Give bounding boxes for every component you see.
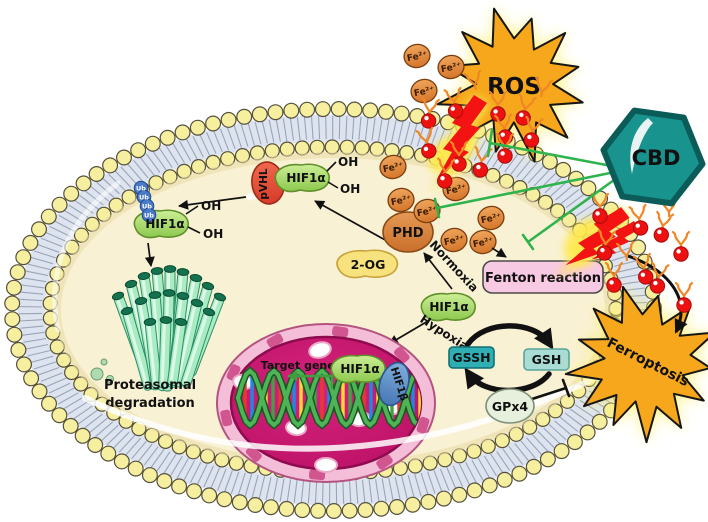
nuclear-pore-complexes bbox=[220, 326, 430, 481]
ub-bead-icon: Ub bbox=[144, 212, 154, 220]
gsh-box bbox=[523, 348, 570, 371]
cbd-molecule: CBD bbox=[600, 107, 706, 207]
ub-chain bbox=[133, 180, 157, 223]
ub-bead-icon: Ub bbox=[139, 194, 149, 202]
svg-text:Fe²⁺: Fe²⁺ bbox=[382, 161, 404, 175]
two-og-cofactor: 2-OG bbox=[336, 249, 399, 279]
cytoplasm-gloss-bottom bbox=[82, 359, 631, 452]
svg-text:Fe²⁺: Fe²⁺ bbox=[406, 50, 428, 64]
proteasome-icon bbox=[111, 265, 227, 392]
hif1a-ub-label: HIF1α bbox=[145, 217, 184, 231]
svg-text:Fe²⁺: Fe²⁺ bbox=[440, 61, 462, 75]
proteasomal-degradation-label-line1: Proteasomal bbox=[104, 378, 196, 393]
arrow-normoxia-to-phd bbox=[423, 252, 453, 290]
proteasomal-degradation-label-line2: degradation bbox=[105, 396, 195, 411]
hif1a-nuclear-label: HIF1α bbox=[340, 362, 379, 376]
arrow-hypoxia-to-nucleus bbox=[388, 320, 429, 345]
arrow-target-genes bbox=[287, 371, 334, 389]
svg-text:Fe²⁺: Fe²⁺ bbox=[480, 212, 502, 226]
hif1b-blob bbox=[378, 361, 410, 407]
gssh-label: GSSH bbox=[452, 350, 490, 365]
svg-text:Fe²⁺: Fe²⁺ bbox=[472, 236, 494, 250]
cbd-shine bbox=[630, 118, 653, 174]
gssh-box bbox=[448, 346, 495, 369]
hif1a-complex-label: HIF1α bbox=[286, 171, 325, 185]
ubiquitinated-hif1a-complex: Ub Ub Ub Ub HIF1α OH OH bbox=[133, 180, 223, 241]
fe2-ion: Fe²⁺ bbox=[379, 154, 407, 180]
ub-bead-icon: Ub bbox=[136, 185, 146, 193]
svg-text:Fe²⁺: Fe²⁺ bbox=[443, 234, 465, 248]
inhibition-cbd-to-membrane-ros bbox=[486, 128, 619, 169]
fe2-ion: Fe²⁺ bbox=[410, 78, 438, 104]
pvhl-hif1a-complex: pVHL HIF1α OH OH bbox=[251, 155, 360, 205]
oh-label: OH bbox=[203, 227, 223, 241]
two-og-label: 2-OG bbox=[351, 257, 386, 272]
fe2-ion: Fe²⁺ bbox=[440, 227, 468, 253]
inhibition-gpx4-to-ferroptosis bbox=[530, 378, 571, 401]
arrow-phd-to-pvhl-complex bbox=[314, 200, 397, 247]
ros-label: ROS bbox=[487, 74, 541, 100]
target-genes-label: Target genes bbox=[261, 359, 342, 372]
degradation-bubbles bbox=[90, 358, 114, 383]
arrow-pvhl-complex-to-ub bbox=[178, 196, 247, 210]
cytoplasm-gloss-left bbox=[52, 180, 121, 333]
hexagon-icon bbox=[600, 107, 706, 207]
ub-bead-icon: Ub bbox=[142, 203, 152, 211]
arrow-fe2-to-fenton bbox=[491, 247, 507, 258]
gsh-label: GSH bbox=[532, 352, 562, 367]
fe2-ion-pool-outside: Fe²⁺ Fe²⁺ Fe²⁺ bbox=[403, 43, 465, 104]
nucleus: Target genes HIF1α HIF1β bbox=[216, 323, 436, 483]
arrow-ub-hif1a-to-proteasome bbox=[144, 242, 155, 267]
arrow-membrane-to-ferroptosis bbox=[627, 254, 688, 334]
gpx4-ellipse bbox=[485, 388, 535, 424]
fenton-reaction-box: Fenton reaction bbox=[482, 260, 604, 294]
fe2-ion: Fe²⁺ bbox=[413, 198, 441, 224]
oh-label: OH bbox=[338, 155, 358, 169]
oh-label: OH bbox=[340, 182, 360, 196]
svg-text:Fe²⁺: Fe²⁺ bbox=[416, 205, 438, 219]
arrow-gssh-to-gsh bbox=[465, 323, 554, 350]
pvhl-label: pVHL bbox=[258, 168, 270, 199]
fe2-ion: Fe²⁺ bbox=[387, 187, 415, 213]
gpx4-label: GPx4 bbox=[492, 399, 528, 414]
hif1a-cytoplasm: HIF1α bbox=[420, 292, 476, 322]
fe2-ion: Fe²⁺ bbox=[477, 205, 505, 231]
fe2-ion: Fe²⁺ bbox=[469, 229, 497, 255]
svg-text:Fe²⁺: Fe²⁺ bbox=[390, 194, 412, 208]
inhibition-cbd-to-fe2 bbox=[433, 170, 617, 219]
fe2-ion: Fe²⁺ bbox=[403, 43, 431, 69]
fe2-ion: Fe²⁺ bbox=[437, 54, 465, 80]
fe2-ion-pool-inside: Fe²⁺ Fe²⁺ Fe²⁺ Fe²⁺ Fe²⁺ Fe²⁺ Fe²⁺ bbox=[379, 154, 505, 255]
cbd-inhibition-lines bbox=[433, 128, 619, 251]
svg-text:Fe²⁺: Fe²⁺ bbox=[445, 183, 467, 197]
cbd-label: CBD bbox=[632, 146, 681, 170]
fenton-reaction-label: Fenton reaction bbox=[485, 271, 601, 286]
phd-label: PHD bbox=[392, 226, 423, 241]
inhibition-cbd-to-fenton bbox=[521, 178, 616, 251]
hif1a-cyt-label: HIF1α bbox=[429, 300, 468, 314]
glutathione-cycle: GSSH GSH GPx4 bbox=[448, 323, 571, 424]
svg-text:Fe²⁺: Fe²⁺ bbox=[413, 85, 435, 99]
